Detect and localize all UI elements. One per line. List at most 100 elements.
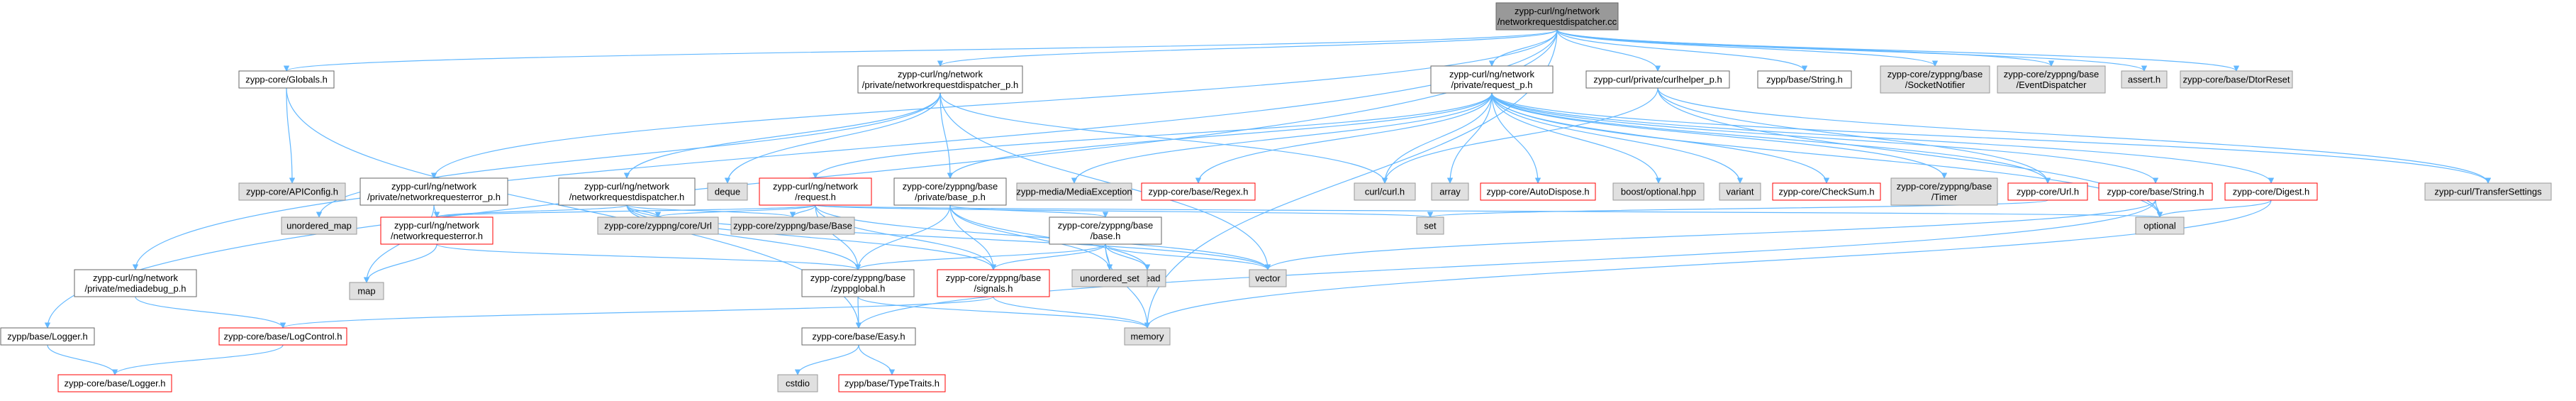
- edge-request_p-to-request_h: [812, 92, 1493, 179]
- node-label: zypp/base/String.h: [1766, 75, 1843, 85]
- node-label: zypp-core/base/Logger.h: [64, 378, 165, 389]
- node-box: [1431, 182, 1469, 201]
- node-deque[interactable]: deque: [707, 182, 748, 201]
- node-box: [1585, 70, 1730, 89]
- node-url_h[interactable]: zypp-core/Url.h: [2007, 182, 2088, 201]
- node-dispatcher_p[interactable]: zypp-curl/ng/network/private/networkrequ…: [857, 65, 1023, 94]
- edge-request_p-to-regex: [1195, 92, 1493, 184]
- edge-globals-to-apiconfig: [286, 87, 296, 184]
- node-socketnotifier[interactable]: zypp-core/zyppng/base/SocketNotifier: [1880, 65, 1990, 94]
- node-label: zypp-core/zyppng/base: [1888, 69, 1983, 79]
- edge-base_h-to-thread: [1105, 243, 1151, 270]
- node-zyppglobal[interactable]: zypp-core/zyppng/base/zyppglobal.h: [801, 269, 915, 297]
- node-checksum[interactable]: zypp-core/CheckSum.h: [1772, 182, 1881, 201]
- node-label: zypp-core/AutoDispose.h: [1486, 187, 1589, 197]
- node-core_logger[interactable]: zypp-core/base/Logger.h: [57, 374, 172, 392]
- node-label: /Timer: [1931, 192, 1958, 202]
- edge-root-to-dispatcher_p: [937, 29, 1558, 67]
- node-optional[interactable]: optional: [2135, 216, 2185, 235]
- node-neterror_p[interactable]: zypp-curl/ng/network/private/networkrequ…: [359, 177, 508, 206]
- node-digest[interactable]: zypp-core/Digest.h: [2224, 182, 2318, 201]
- node-box: [1016, 182, 1132, 201]
- node-apiconfig[interactable]: zypp-core/APIConfig.h: [238, 182, 346, 201]
- node-box: [74, 269, 197, 297]
- node-curl[interactable]: curl/curl.h: [1354, 182, 1416, 201]
- node-array[interactable]: array: [1431, 182, 1469, 201]
- node-label: /networkrequesterror.h: [391, 231, 483, 241]
- node-signals[interactable]: zypp-core/zyppng/base/signals.h: [937, 269, 1050, 297]
- node-label: unordered_map: [286, 221, 352, 231]
- edge-dispatcher_p-to-deque: [724, 92, 941, 184]
- node-request_p[interactable]: zypp-curl/ng/network/private/request_p.h: [1430, 65, 1554, 94]
- node-box: [759, 177, 872, 206]
- node-boost_optional[interactable]: boost/optional.hpp: [1612, 182, 1705, 201]
- node-label: /zyppglobal.h: [831, 283, 886, 294]
- node-map[interactable]: map: [349, 282, 384, 300]
- node-easy[interactable]: zypp-core/base/Easy.h: [801, 327, 916, 346]
- edge-request_h-to-zyppglobal: [815, 204, 862, 270]
- node-set[interactable]: set: [1416, 216, 1444, 235]
- node-root[interactable]: zypp-curl/ng/network/networkrequestdispa…: [1495, 2, 1619, 31]
- node-core_url[interactable]: zypp-core/zyppng/core/Url: [597, 216, 719, 235]
- edge-request_p-to-transfersettings: [1491, 92, 2492, 184]
- node-regex[interactable]: zypp-core/base/Regex.h: [1141, 182, 1256, 201]
- node-dtorreset[interactable]: zypp-core/base/DtorReset: [2180, 70, 2293, 89]
- node-box: [1354, 182, 1416, 201]
- node-zypp_logger[interactable]: zypp/base/Logger.h: [0, 327, 95, 346]
- node-neterror_h[interactable]: zypp-curl/ng/network/networkrequesterror…: [380, 216, 494, 245]
- node-autodispose[interactable]: zypp-core/AutoDispose.h: [1480, 182, 1596, 201]
- node-memory[interactable]: memory: [1124, 327, 1171, 346]
- edge-core_string-to-vector: [1264, 199, 2156, 270]
- node-eventdispatcher[interactable]: zypp-core/zyppng/base/EventDispatcher: [1997, 65, 2106, 94]
- node-typetraits[interactable]: zypp/base/TypeTraits.h: [838, 374, 946, 392]
- node-label: variant: [1726, 187, 1753, 197]
- edge-zyppglobal-to-memory: [857, 296, 1151, 329]
- node-assert[interactable]: assert.h: [2121, 70, 2168, 89]
- edge-digest-to-memory: [1144, 199, 2272, 329]
- node-vector[interactable]: vector: [1249, 269, 1287, 287]
- node-label: assert.h: [2128, 75, 2160, 85]
- node-transfersettings[interactable]: zypp-curl/TransferSettings: [2424, 182, 2552, 201]
- node-cstdio[interactable]: cstdio: [777, 374, 818, 392]
- node-box: [380, 216, 494, 245]
- edge-request_p-to-mediaexception: [1071, 92, 1493, 184]
- nodes-layer: zypp-curl/ng/network/networkrequestdispa…: [0, 2, 2552, 392]
- node-box: [281, 216, 357, 235]
- node-logcontrol[interactable]: zypp-core/base/LogControl.h: [218, 327, 347, 346]
- node-base_h[interactable]: zypp-core/zyppng/base/base.h: [1049, 216, 1162, 245]
- node-dispatcher_h[interactable]: zypp-curl/ng/network/networkrequestdispa…: [558, 177, 696, 206]
- node-globals[interactable]: zypp-core/Globals.h: [238, 70, 335, 89]
- edge-dispatcher_p-to-dispatcher_h: [623, 92, 941, 179]
- node-mediaexception[interactable]: zypp-media/MediaException: [1016, 182, 1132, 201]
- edge-request_h-to-zbase_base: [789, 204, 816, 218]
- node-label: zypp-core/base/DtorReset: [2182, 75, 2290, 85]
- node-mediadebug[interactable]: zypp-curl/ng/network/private/mediadebug_…: [74, 269, 197, 297]
- node-unordered_map[interactable]: unordered_map: [281, 216, 357, 235]
- edge-dispatcher_p-to-vector: [939, 92, 1271, 270]
- node-variant[interactable]: variant: [1719, 182, 1761, 201]
- node-core_string[interactable]: zypp-core/base/String.h: [2098, 182, 2213, 201]
- node-curlhelper[interactable]: zypp-curl/private/curlhelper_p.h: [1585, 70, 1730, 89]
- node-box: [238, 182, 346, 201]
- node-base_string[interactable]: zypp/base/String.h: [1757, 70, 1852, 89]
- edge-dispatcher_p-to-curl: [939, 92, 1388, 184]
- node-label: unordered_set: [1080, 273, 1139, 284]
- node-label: zypp-curl/ng/network: [391, 181, 476, 192]
- edge-request_p-to-core_string: [1491, 92, 2159, 184]
- node-label: zypp-core/CheckSum.h: [1778, 187, 1874, 197]
- node-label: /signals.h: [974, 283, 1013, 294]
- edge-neterror_h-to-map: [363, 243, 437, 283]
- edge-curlhelper-to-url_h: [1657, 87, 2051, 184]
- node-timer[interactable]: zypp-core/zyppng/base/Timer: [1890, 177, 1998, 206]
- node-unordered_set[interactable]: unordered_set: [1071, 269, 1148, 287]
- edge-neterror_p-to-neterror_h: [433, 204, 440, 218]
- node-request_h[interactable]: zypp-curl/ng/network/request.h: [759, 177, 872, 206]
- node-label: memory: [1131, 331, 1164, 342]
- node-label: zypp-media/MediaException: [1016, 187, 1132, 197]
- node-zbase_base[interactable]: zypp-core/zyppng/base/Base: [730, 216, 855, 235]
- node-zbase_p[interactable]: zypp-core/zyppng/base/private/base_p.h: [893, 177, 1007, 206]
- node-label: /request.h: [795, 192, 836, 202]
- node-label: boost/optional.hpp: [1621, 187, 1696, 197]
- node-box: [1049, 216, 1162, 245]
- node-box: [1480, 182, 1596, 201]
